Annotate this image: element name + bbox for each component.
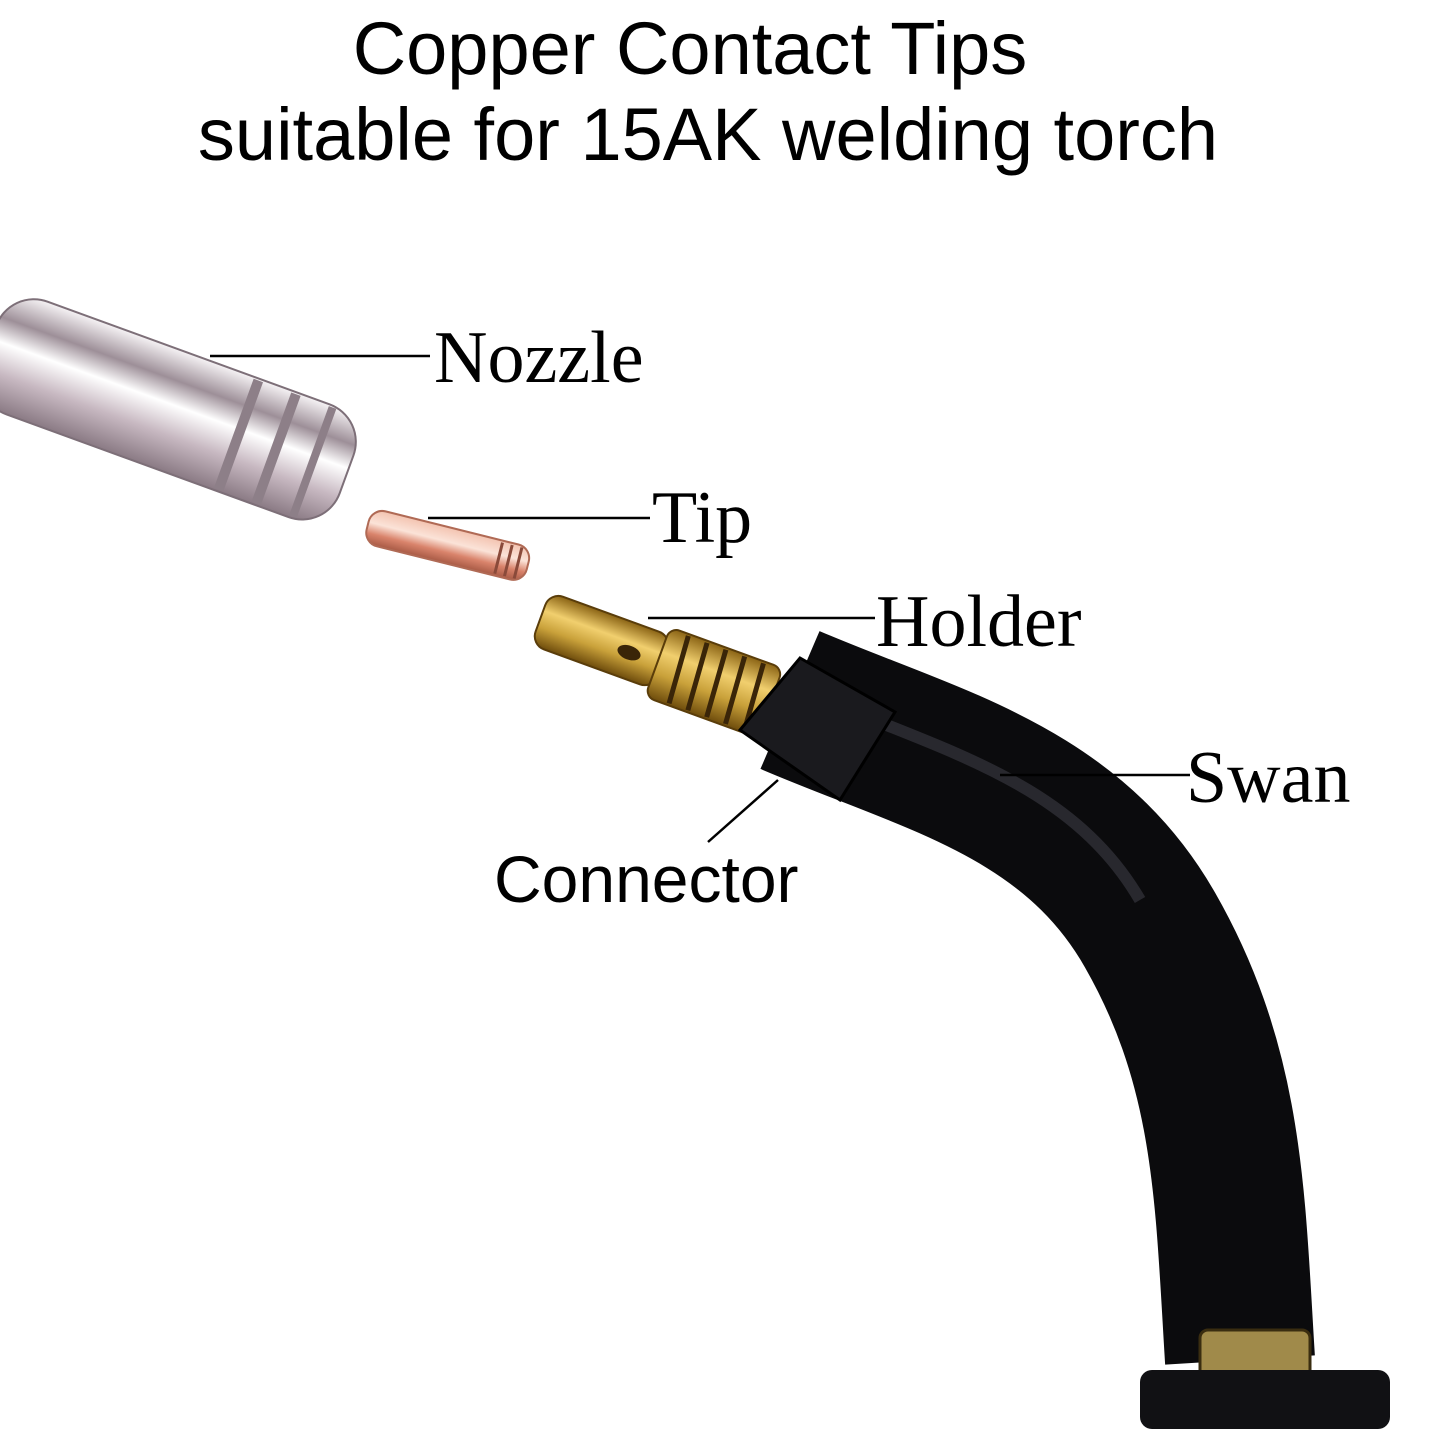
leader-lines: [210, 354, 1190, 843]
title-line-2: suitable for 15AK welding torch: [197, 93, 1219, 176]
swan-part: [737, 631, 1390, 1429]
connector-leader-line: [707, 779, 779, 843]
label-nozzle: Nozzle: [434, 317, 644, 399]
nozzle-part: [0, 298, 357, 521]
title-line-1: Copper Contact Tips: [352, 7, 1028, 90]
label-connector: Connector: [494, 842, 799, 916]
label-tip: Tip: [652, 477, 752, 559]
label-swan: Swan: [1186, 737, 1350, 819]
holder-part: [533, 594, 782, 736]
tip-part: [365, 509, 531, 581]
diagram-title: Copper Contact Tips suitable for 15AK we…: [0, 6, 1430, 178]
label-holder: Holder: [876, 581, 1082, 663]
